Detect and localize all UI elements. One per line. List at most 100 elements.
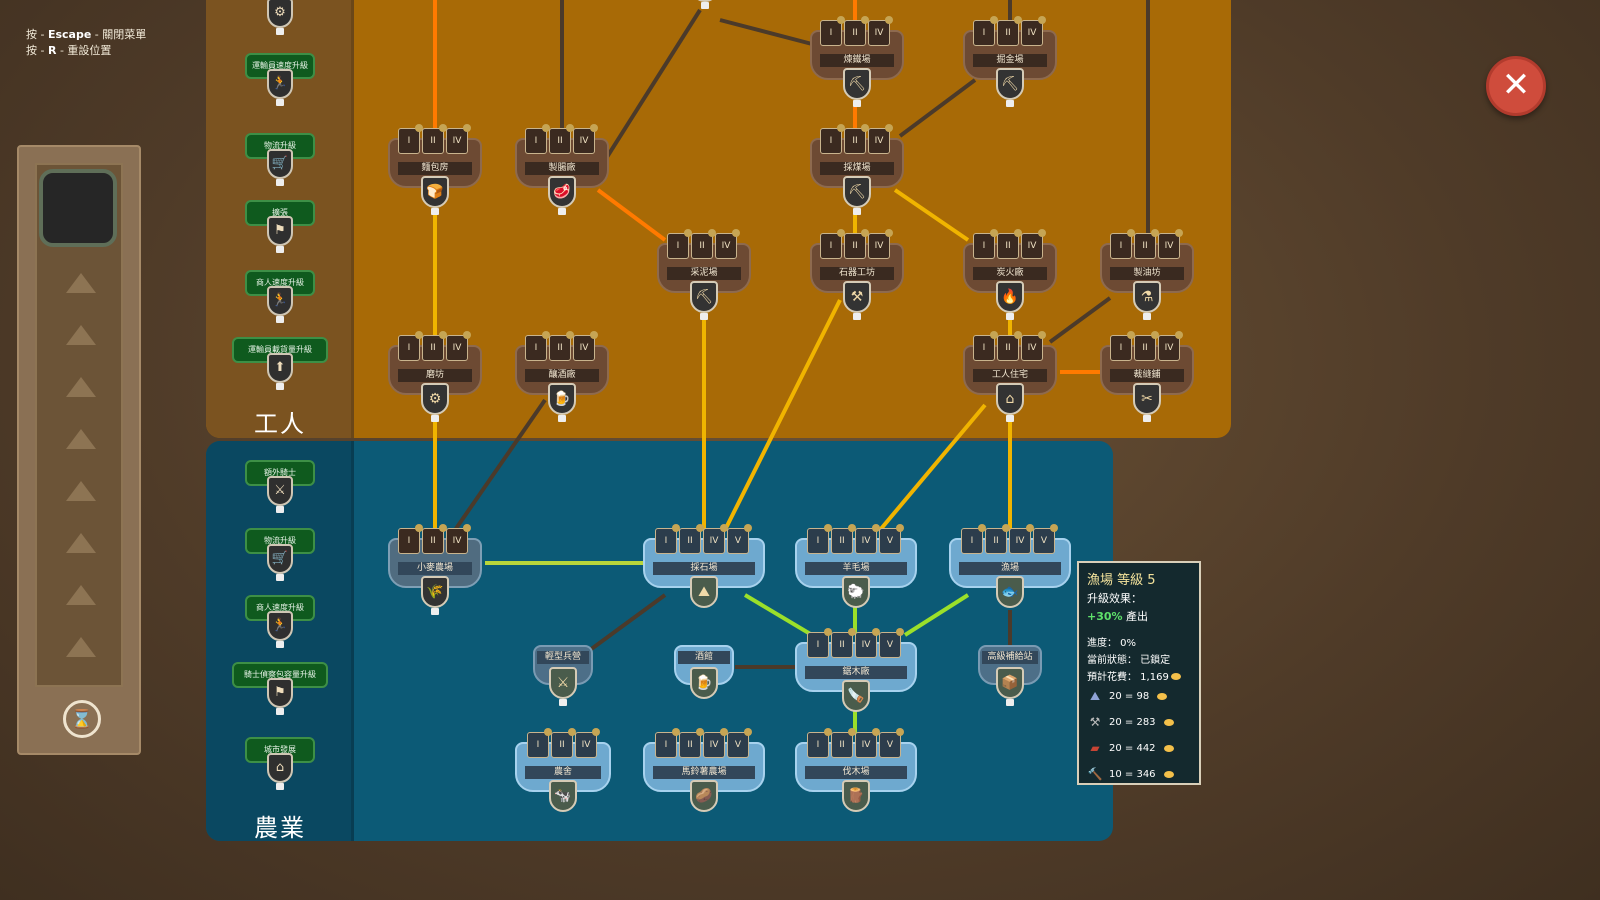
tier-button[interactable]: I xyxy=(807,628,832,658)
tier-button[interactable]: V xyxy=(879,628,904,658)
tier-button[interactable]: V xyxy=(879,728,904,758)
tier-button[interactable]: IV xyxy=(1021,331,1046,361)
tier-button[interactable]: I xyxy=(525,331,550,361)
tier-button[interactable]: I xyxy=(820,229,845,259)
tier-button[interactable]: I xyxy=(961,524,986,554)
tier-button[interactable]: I xyxy=(527,728,552,758)
tier-button[interactable]: II xyxy=(679,524,704,554)
tier-button[interactable]: V xyxy=(727,524,752,554)
tier-button[interactable]: IV xyxy=(573,124,598,154)
tier-button[interactable]: IV xyxy=(1009,524,1034,554)
tier-button[interactable]: I xyxy=(820,124,845,154)
tier-button[interactable]: I xyxy=(525,124,550,154)
tier-button[interactable]: IV xyxy=(868,16,893,46)
tier-button[interactable]: V xyxy=(1033,524,1058,554)
building-tavern[interactable]: 酒館 🍺 xyxy=(674,645,734,715)
agri-upgrade-extra-knight[interactable]: 額外騎士 ⚔ xyxy=(245,460,315,520)
tier-button[interactable]: I xyxy=(398,524,423,554)
worker-upgrade-carrier-capacity[interactable]: 運輸員載貨量升級 ⬆ xyxy=(232,337,328,397)
tier-button[interactable]: II xyxy=(549,124,574,154)
tier-button[interactable]: I xyxy=(398,331,423,361)
tier-button[interactable]: II xyxy=(551,728,576,758)
tier-button[interactable]: IV xyxy=(1158,229,1183,259)
tier-button[interactable]: I xyxy=(973,229,998,259)
agri-upgrade-logistics[interactable]: 物流升級 🛒 xyxy=(245,528,315,588)
agri-upgrade-scout-capacity[interactable]: 騎士偵察包容量升級 ⚑ xyxy=(232,662,328,722)
tier-button[interactable]: I xyxy=(655,524,680,554)
tier-button[interactable]: V xyxy=(727,728,752,758)
tier-button[interactable]: I xyxy=(973,331,998,361)
tier-button[interactable]: II xyxy=(844,16,869,46)
tier-button[interactable]: I xyxy=(807,524,832,554)
agri-upgrade-city-development[interactable]: 城市發展 ⌂ xyxy=(245,737,315,797)
tier-button[interactable]: IV xyxy=(868,229,893,259)
worker-upgrade-top[interactable]: ⚙ xyxy=(245,0,315,42)
tier-button[interactable]: I xyxy=(1110,331,1135,361)
tier-button[interactable]: IV xyxy=(703,728,728,758)
tier-button[interactable]: IV xyxy=(715,229,740,259)
tier-button[interactable]: IV xyxy=(855,628,880,658)
hourglass-history-icon[interactable]: ⌛ xyxy=(63,700,101,738)
tier-button[interactable]: II xyxy=(549,331,574,361)
tier-button[interactable]: IV xyxy=(446,331,471,361)
tier-button[interactable]: II xyxy=(422,124,447,154)
tier-button[interactable]: IV xyxy=(855,524,880,554)
tier-button[interactable]: I xyxy=(973,16,998,46)
tier-button[interactable]: I xyxy=(1110,229,1135,259)
current-slot[interactable] xyxy=(39,169,117,247)
tier-button[interactable]: IV xyxy=(1021,16,1046,46)
tier-button[interactable]: II xyxy=(691,229,716,259)
building-light-barracks[interactable]: 輕型兵營 ⚔ xyxy=(533,645,593,715)
tier-button[interactable]: II xyxy=(831,728,856,758)
tier-button[interactable]: II xyxy=(844,124,869,154)
tier-button[interactable]: II xyxy=(997,16,1022,46)
tier-button[interactable]: I xyxy=(667,229,692,259)
tier-button[interactable]: IV xyxy=(446,524,471,554)
tier-button[interactable]: II xyxy=(831,524,856,554)
worker-upgrade-expand[interactable]: 擴張 ⚑ xyxy=(245,200,315,260)
tier-button[interactable]: II xyxy=(997,229,1022,259)
tier-button[interactable]: I xyxy=(807,728,832,758)
tier-button[interactable]: IV xyxy=(573,331,598,361)
tier-button[interactable]: II xyxy=(831,628,856,658)
tier-button[interactable]: IV xyxy=(575,728,600,758)
tier-button[interactable]: I xyxy=(398,124,423,154)
tier-button[interactable]: II xyxy=(1134,229,1159,259)
tier-button[interactable]: IV xyxy=(703,524,728,554)
agri-upgrade-merchant-speed[interactable]: 商人速度升級 🏃 xyxy=(245,595,315,655)
tier-button[interactable]: V xyxy=(879,524,904,554)
tier-button[interactable]: I xyxy=(655,728,680,758)
tier-button[interactable]: I xyxy=(820,16,845,46)
tier-button[interactable]: IV xyxy=(855,728,880,758)
tier-button[interactable]: IV xyxy=(1021,229,1046,259)
building-supply-station[interactable]: 高級補給站 📦 xyxy=(978,645,1042,715)
tier-button[interactable]: II xyxy=(1134,331,1159,361)
tier-button[interactable]: IV xyxy=(868,124,893,154)
tier-button[interactable]: IV xyxy=(446,124,471,154)
tier-button[interactable]: II xyxy=(422,331,447,361)
close-button[interactable]: ✕ xyxy=(1486,56,1546,116)
tier-button[interactable]: IV xyxy=(1158,331,1183,361)
tier-button[interactable]: II xyxy=(679,728,704,758)
tier-button[interactable]: II xyxy=(997,331,1022,361)
tier-button[interactable]: II xyxy=(422,524,447,554)
